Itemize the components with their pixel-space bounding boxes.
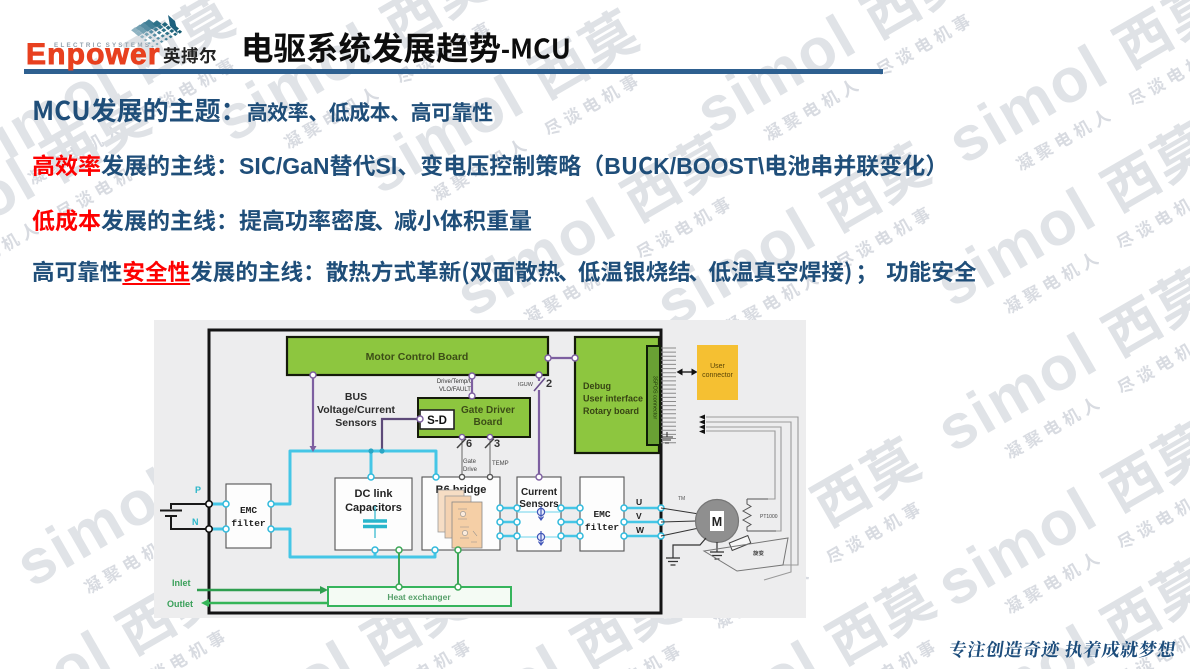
svg-text:Gate: Gate — [463, 459, 477, 465]
svg-text:IGUW: IGUW — [518, 382, 534, 388]
svg-text:N: N — [192, 517, 199, 527]
svg-text:W: W — [636, 525, 645, 535]
svg-text:Capacitors: Capacitors — [345, 502, 402, 514]
svg-text:Sensors: Sensors — [519, 499, 559, 510]
svg-text:VLO/FAULT: VLO/FAULT — [439, 387, 471, 393]
svg-text:Debug: Debug — [583, 381, 611, 391]
svg-text:User interface: User interface — [583, 394, 643, 404]
svg-text:BUS: BUS — [345, 391, 367, 403]
svg-text:英搏尔: 英搏尔 — [163, 43, 217, 68]
svg-text:connector: connector — [702, 372, 733, 379]
svg-text:filter: filter — [231, 518, 266, 529]
svg-text:Voltage/Current: Voltage/Current — [317, 404, 395, 416]
svg-text:S-D: S-D — [427, 415, 447, 427]
svg-text:35POS connector: 35POS connector — [652, 376, 658, 420]
svg-text:Drive: Drive — [463, 467, 478, 473]
svg-text:Sensors: Sensors — [335, 417, 377, 429]
svg-text:TM: TM — [678, 496, 685, 502]
svg-text:TEMP: TEMP — [492, 461, 509, 467]
svg-text:EMC: EMC — [240, 505, 257, 516]
svg-text:3: 3 — [494, 438, 500, 450]
svg-text:DC link: DC link — [355, 488, 394, 500]
svg-text:Current: Current — [521, 487, 558, 498]
svg-text:E L E C T R I C S Y S T E M S: E L E C T R I C S Y S T E M S — [54, 42, 149, 49]
svg-text:Outlet: Outlet — [167, 599, 193, 609]
svg-text:User: User — [710, 363, 725, 370]
svg-text:Rotary board: Rotary board — [583, 406, 639, 416]
svg-text:U: U — [636, 497, 642, 507]
svg-text:filter: filter — [585, 522, 620, 533]
svg-text:2: 2 — [546, 378, 552, 390]
svg-text:旋变: 旋变 — [753, 549, 765, 557]
svg-text:V: V — [636, 511, 642, 521]
svg-text:Inlet: Inlet — [172, 578, 191, 588]
svg-text:Motor Control Board: Motor Control Board — [366, 351, 469, 363]
svg-text:M: M — [712, 515, 722, 529]
svg-text:Heat exchanger: Heat exchanger — [387, 592, 451, 602]
svg-text:6: 6 — [466, 438, 472, 450]
svg-text:Drive/Temp/U: Drive/Temp/U — [437, 379, 473, 385]
svg-text:Enpower: Enpower — [26, 38, 160, 71]
svg-text:EMC: EMC — [593, 509, 610, 520]
svg-text:P: P — [195, 485, 201, 495]
svg-text:PT1000: PT1000 — [760, 514, 778, 520]
svg-text:Board: Board — [474, 417, 503, 428]
svg-text:Gate Driver: Gate Driver — [461, 405, 515, 416]
